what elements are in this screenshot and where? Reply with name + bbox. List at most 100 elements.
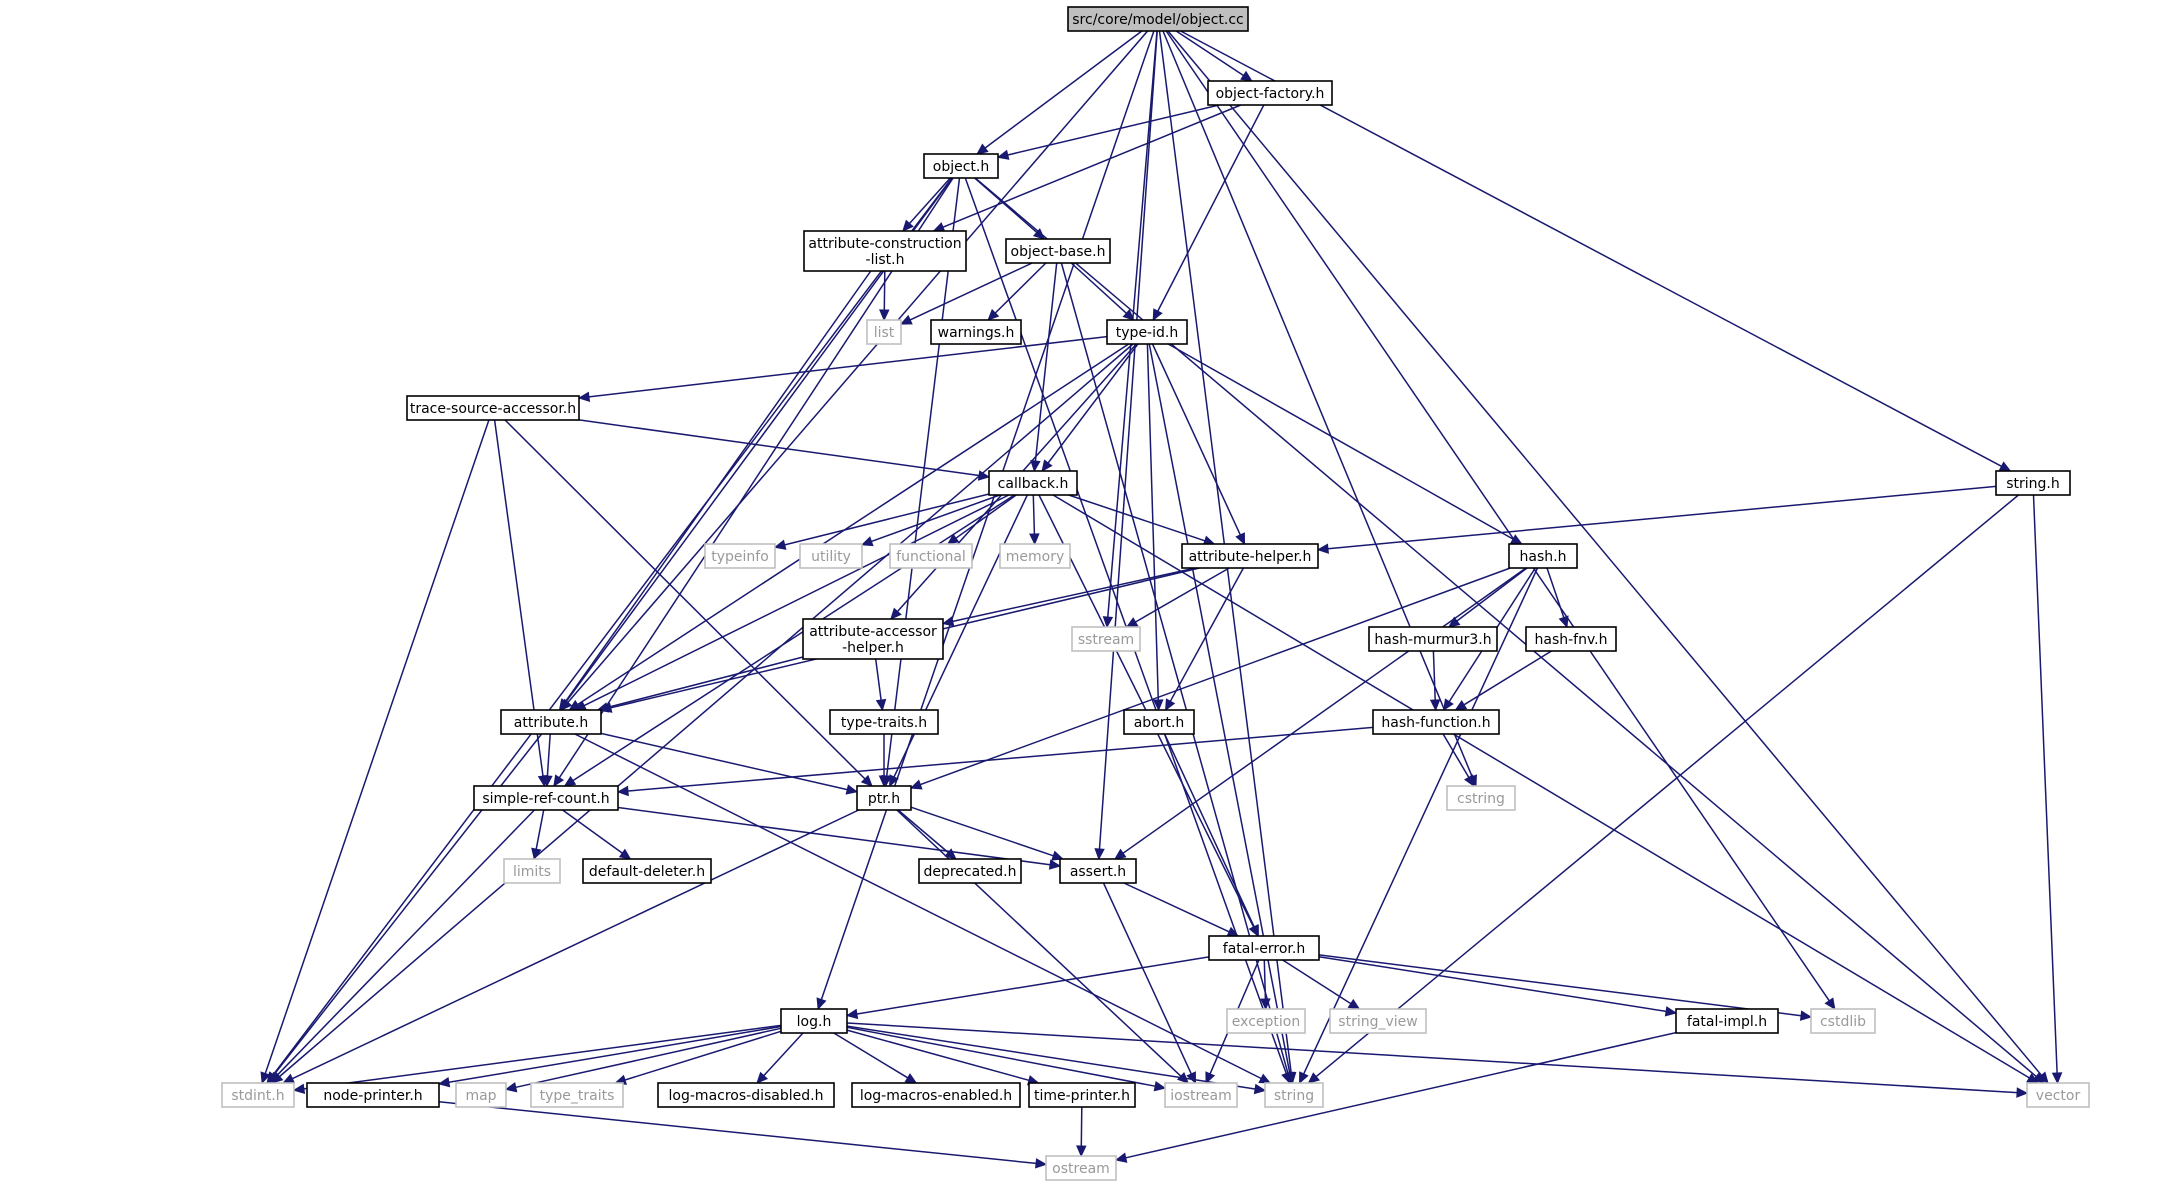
node-cstdlib[interactable]: cstdlib xyxy=(1810,1008,1876,1034)
edge-line xyxy=(2032,494,2058,1074)
edge-trace_source_accessor_h-to-stdint_h xyxy=(260,419,490,1085)
edge-object_cc-to-cstdlib xyxy=(1165,30,1836,1010)
node-callback-h[interactable]: callback.h xyxy=(988,470,1078,496)
edge-arrowhead xyxy=(558,698,570,711)
node-object-factory-h[interactable]: object-factory.h xyxy=(1207,80,1333,106)
node-box xyxy=(406,395,580,421)
node-object-base-h[interactable]: object-base.h xyxy=(1005,238,1111,264)
node-type-id-h[interactable]: type-id.h xyxy=(1106,319,1188,345)
edge-log_h-to-log_macros_enabled_h xyxy=(833,1032,918,1084)
node-stdint-h[interactable]: stdint.h xyxy=(221,1082,295,1108)
edge-trace_source_accessor_h-to-callback_h xyxy=(578,419,991,481)
node-assert-h[interactable]: assert.h xyxy=(1059,858,1137,884)
node-list[interactable]: list xyxy=(866,319,902,345)
edge-arrowhead xyxy=(1824,997,1836,1010)
node-type-traits[interactable]: type_traits xyxy=(530,1082,624,1108)
edge-fatal_impl_h-to-ostream xyxy=(1114,1031,1677,1163)
node-memory[interactable]: memory xyxy=(999,543,1071,569)
node-log-h[interactable]: log.h xyxy=(780,1008,848,1034)
node-box xyxy=(1059,858,1137,884)
edge-attribute_h-to-simple_ref_count_h xyxy=(542,733,553,788)
node-limits[interactable]: limits xyxy=(503,858,561,884)
node-iostream[interactable]: iostream xyxy=(1164,1082,1238,1108)
node-string[interactable]: string xyxy=(1264,1082,1324,1108)
edge-arrowhead xyxy=(563,775,577,787)
node-hash-function-h[interactable]: hash-function.h xyxy=(1372,709,1500,735)
node-box xyxy=(1508,543,1578,569)
node-attribute-h[interactable]: attribute.h xyxy=(500,709,602,735)
edge-line xyxy=(1080,1106,1083,1147)
edge-hash_murmur3_h-to-hash_function_h xyxy=(1429,650,1441,712)
node-label: abort.h xyxy=(1134,715,1185,731)
edge-line xyxy=(1456,567,1528,622)
node-label: log-macros-enabled.h xyxy=(860,1088,1012,1104)
edge-callback_h-to-utility xyxy=(860,494,1001,547)
edge-line xyxy=(856,956,1210,1015)
edge-arrowhead xyxy=(1114,1152,1128,1163)
node-string-view[interactable]: string_view xyxy=(1329,1008,1427,1034)
node-attr-construction-list-h[interactable]: attribute-construction-list.h xyxy=(803,230,967,272)
edge-arrowhead xyxy=(1258,1073,1272,1084)
nodes-layer: src/core/model/object.cc object-factory.h… xyxy=(221,6,2090,1181)
edge-line xyxy=(1163,733,1255,928)
node-hash-h[interactable]: hash.h xyxy=(1508,543,1578,569)
edge-line xyxy=(920,567,1511,786)
node-typeinfo[interactable]: typeinfo xyxy=(704,543,776,569)
node-string-h[interactable]: string.h xyxy=(1995,470,2071,496)
edge-attribute_helper_h-to-sstream xyxy=(1125,567,1230,628)
node-log-macros-enabled-h[interactable]: log-macros-enabled.h xyxy=(851,1082,1021,1108)
node-label: time-printer.h xyxy=(1034,1088,1130,1104)
edge-line xyxy=(1165,30,1830,1002)
node-simple-ref-count-h[interactable]: simple-ref-count.h xyxy=(473,785,619,811)
node-object-h[interactable]: object.h xyxy=(923,153,999,179)
node-type-traits-h[interactable]: type-traits.h xyxy=(829,709,939,735)
node-ostream[interactable]: ostream xyxy=(1045,1155,1117,1181)
node-vector[interactable]: vector xyxy=(2026,1082,2090,1108)
node-label: functional xyxy=(896,549,966,565)
node-abort-h[interactable]: abort.h xyxy=(1123,709,1195,735)
node-trace-source-accessor-h[interactable]: trace-source-accessor.h xyxy=(406,395,580,421)
node-sstream[interactable]: sstream xyxy=(1071,626,1141,652)
edge-object_base_h-to-type_id_h xyxy=(1070,262,1135,321)
node-object-cc[interactable]: src/core/model/object.cc xyxy=(1067,6,1249,32)
edge-log_h-to-node_printer_h xyxy=(437,1025,782,1088)
node-time-printer-h[interactable]: time-printer.h xyxy=(1028,1082,1136,1108)
edge-arrowhead xyxy=(2016,1087,2029,1098)
node-warnings-h[interactable]: warnings.h xyxy=(930,319,1022,345)
edge-arrowhead xyxy=(890,607,902,620)
node-utility[interactable]: utility xyxy=(799,543,863,569)
node-hash-fnv-h[interactable]: hash-fnv.h xyxy=(1525,626,1617,652)
node-cstring[interactable]: cstring xyxy=(1446,785,1516,811)
node-box xyxy=(306,1082,440,1108)
node-ptr-h[interactable]: ptr.h xyxy=(856,785,912,811)
edge-line xyxy=(955,494,1017,539)
edge-line xyxy=(1175,30,1244,77)
node-exception[interactable]: exception xyxy=(1226,1008,1306,1034)
edge-arrowhead xyxy=(1041,459,1053,472)
node-attribute-accessor-helper-h[interactable]: attribute-accessor-helper.h xyxy=(802,618,944,660)
edge-arrowhead xyxy=(1029,533,1040,546)
node-deprecated-h[interactable]: deprecated.h xyxy=(918,858,1022,884)
node-default-deleter-h[interactable]: default-deleter.h xyxy=(582,858,712,884)
node-hash-murmur3-h[interactable]: hash-murmur3.h xyxy=(1368,626,1498,652)
node-label: assert.h xyxy=(1070,864,1126,880)
node-fatal-error-h[interactable]: fatal-error.h xyxy=(1208,935,1320,961)
node-box xyxy=(1071,626,1141,652)
node-node-printer-h[interactable]: node-printer.h xyxy=(306,1082,440,1108)
edge-line xyxy=(574,733,1262,1080)
edge-line xyxy=(535,809,545,850)
node-box xyxy=(1372,709,1500,735)
node-functional[interactable]: functional xyxy=(889,543,973,569)
edge-arrowhead xyxy=(756,1071,769,1084)
node-label: map xyxy=(465,1088,496,1104)
edge-line xyxy=(763,1032,804,1077)
node-box xyxy=(473,785,619,811)
node-log-macros-disabled-h[interactable]: log-macros-disabled.h xyxy=(657,1082,835,1108)
node-box xyxy=(657,1082,835,1108)
node-attribute-helper-h[interactable]: attribute-helper.h xyxy=(1181,543,1319,569)
node-map[interactable]: map xyxy=(455,1082,507,1108)
edge-callback_h-to-functional xyxy=(946,494,1017,545)
node-box xyxy=(530,1082,624,1108)
node-fatal-impl-h[interactable]: fatal-impl.h xyxy=(1675,1008,1779,1034)
node-box xyxy=(799,543,863,569)
